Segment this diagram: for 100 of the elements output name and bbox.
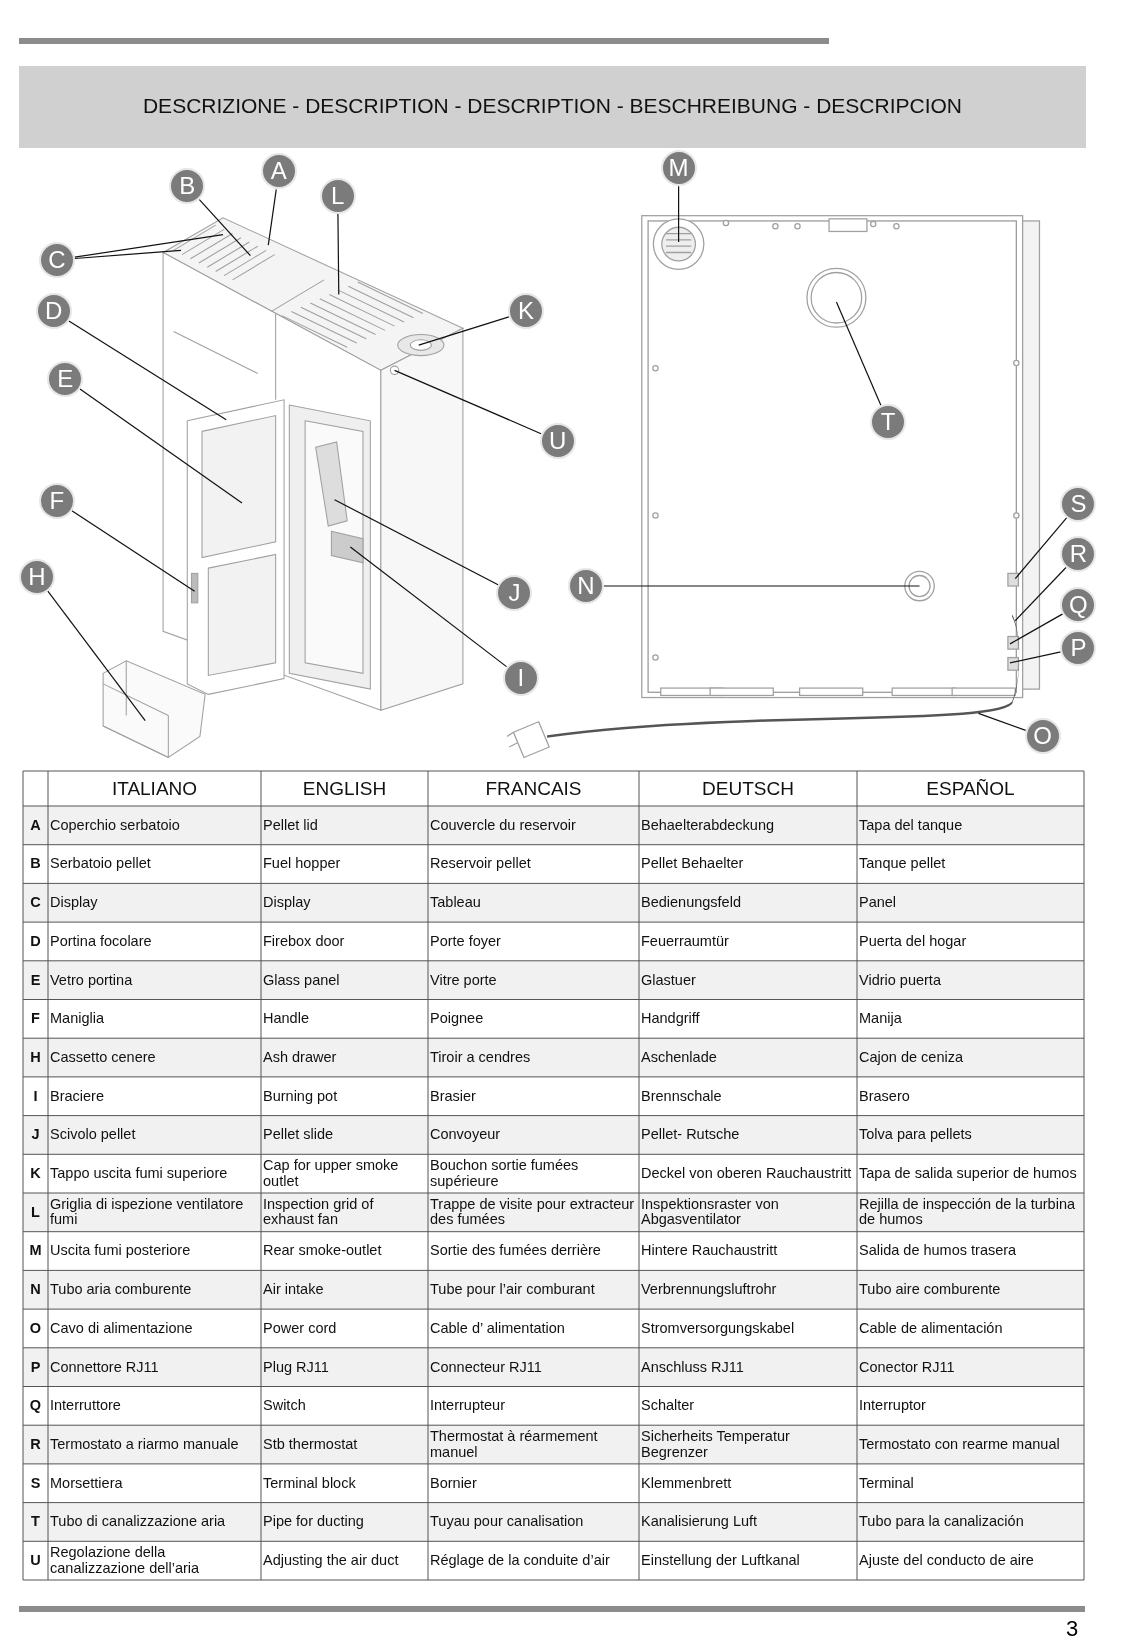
part-name: Cassetto cenere xyxy=(49,1047,157,1067)
part-name: Einstellung der Luftkanal xyxy=(640,1551,801,1571)
callout-circle: O xyxy=(1024,718,1061,755)
part-name: Trappe de visite pour extracteur des fumées xyxy=(429,1195,636,1230)
part-name: Manija xyxy=(858,1009,903,1029)
part-name: Terminal xyxy=(858,1473,915,1493)
part-name: Tubo di canalizzazione aria xyxy=(49,1512,227,1532)
part-name: Behaelterabdeckung xyxy=(640,815,776,835)
part-name: Pellet- Rutsche xyxy=(640,1125,741,1145)
column-header: DEUTSCH xyxy=(701,776,795,801)
column-header: ESPAÑOL xyxy=(925,776,1016,801)
part-name: Pipe for ducting xyxy=(262,1512,365,1532)
leader-line xyxy=(337,213,340,296)
part-name: Vidrio puerta xyxy=(858,970,942,990)
part-name: Tubo para la canalización xyxy=(858,1512,1025,1532)
part-name: Vetro portina xyxy=(49,970,134,990)
part-name: Terminal block xyxy=(262,1473,357,1493)
part-name: Power cord xyxy=(262,1318,338,1338)
part-letter: S xyxy=(29,1473,42,1493)
part-name: Plug RJ11 xyxy=(262,1357,330,1377)
part-name: Réglage de la conduite d’air xyxy=(429,1551,611,1571)
callout-circle: B xyxy=(169,168,206,205)
part-name: Termostato a riarmo manuale xyxy=(49,1434,240,1454)
stove-rear-panel-drawing xyxy=(641,215,1041,699)
part-letter: H xyxy=(29,1047,42,1067)
part-name: Tappo uscita fumi superiore xyxy=(49,1164,229,1184)
part-name: Cavo di alimentazione xyxy=(49,1318,194,1338)
part-name: Morsettiera xyxy=(49,1473,124,1493)
page-number: 3 xyxy=(1066,1616,1079,1642)
part-name: Regolazione della canalizzazione dell’aria xyxy=(49,1543,201,1578)
part-name: Stb thermostat xyxy=(262,1434,359,1454)
leader-line xyxy=(1014,517,1068,580)
part-name: Pellet lid xyxy=(262,815,319,835)
part-name: Convoyeur xyxy=(429,1125,502,1145)
part-name: Pellet Behaelter xyxy=(640,854,745,874)
pellet-stove-drawing xyxy=(102,217,465,759)
leader-line xyxy=(678,185,680,243)
part-name: Inspection grid of exhaust fan xyxy=(262,1195,375,1230)
part-name: Braciere xyxy=(49,1086,105,1106)
part-name: Ajuste del conducto de aire xyxy=(858,1551,1035,1571)
callout-circle: J xyxy=(496,575,533,612)
part-name: Feuerraumtür xyxy=(640,931,730,951)
part-name: Uscita fumi posteriore xyxy=(49,1241,192,1261)
callout-circle: R xyxy=(1060,536,1097,573)
leader-line xyxy=(835,301,882,406)
leader-line xyxy=(79,388,243,504)
part-name: Interruttore xyxy=(49,1396,122,1416)
callout-circle: P xyxy=(1060,630,1097,667)
part-letter: U xyxy=(29,1551,42,1571)
part-name: Panel xyxy=(858,893,898,913)
leader-line xyxy=(418,316,510,346)
part-name: Brennschale xyxy=(640,1086,723,1106)
part-name: Puerta del hogar xyxy=(858,931,968,951)
part-name: Rear smoke-outlet xyxy=(262,1241,383,1261)
callout-circle: F xyxy=(38,482,75,519)
part-name: Maniglia xyxy=(49,1009,105,1029)
callout-circle: D xyxy=(35,293,72,330)
callout-circle: Q xyxy=(1060,586,1097,623)
part-name: Connettore RJ11 xyxy=(49,1357,160,1377)
part-letter: B xyxy=(29,854,42,874)
part-name: Anschluss RJ11 xyxy=(640,1357,745,1377)
part-letter: L xyxy=(30,1202,41,1222)
leader-line xyxy=(333,499,500,586)
part-name: Tapa del tanque xyxy=(858,815,964,835)
part-name: Reservoir pellet xyxy=(429,854,532,874)
part-name: Display xyxy=(49,893,99,913)
callout-circle: U xyxy=(539,422,576,459)
part-name: Thermostat à réarmement manuel xyxy=(429,1427,599,1462)
part-name: Klemmenbrett xyxy=(640,1473,733,1493)
part-name: Vitre porte xyxy=(429,970,498,990)
part-name: Tapa de salida superior de humos xyxy=(858,1164,1078,1184)
part-name: Handgriff xyxy=(640,1009,701,1029)
callout-circle: H xyxy=(18,558,55,595)
leader-line xyxy=(977,712,1027,731)
part-letter: T xyxy=(30,1512,41,1532)
part-name: Poignee xyxy=(429,1009,485,1029)
leader-line xyxy=(74,249,182,260)
part-name: Firebox door xyxy=(262,931,346,951)
part-letter: D xyxy=(29,931,42,951)
part-letter: M xyxy=(28,1241,43,1261)
part-letter: N xyxy=(29,1280,42,1300)
part-name: Sortie des fumées derrière xyxy=(429,1241,602,1261)
callout-circle: K xyxy=(508,293,545,330)
part-name: Bedienungsfeld xyxy=(640,893,742,913)
part-name: Inspektionsraster von Abgasventilator xyxy=(640,1195,780,1230)
part-name: Ash drawer xyxy=(262,1047,338,1067)
part-name: Schalter xyxy=(640,1396,696,1416)
part-name: Scivolo pellet xyxy=(49,1125,137,1145)
part-letter: Q xyxy=(28,1396,43,1416)
part-letter: E xyxy=(29,970,42,990)
part-name: Burning pot xyxy=(262,1086,339,1106)
part-name: Griglia di ispezione ventilatore fumi xyxy=(49,1195,245,1230)
leader-line xyxy=(71,510,196,592)
part-letter: R xyxy=(29,1434,42,1454)
part-name: Aschenlade xyxy=(640,1047,718,1067)
part-letter: F xyxy=(30,1009,41,1029)
leader-line xyxy=(1009,651,1062,664)
part-name: Tableau xyxy=(429,893,482,913)
part-name: Termostato con rearme manual xyxy=(858,1434,1061,1454)
column-header: FRANCAIS xyxy=(484,776,583,801)
